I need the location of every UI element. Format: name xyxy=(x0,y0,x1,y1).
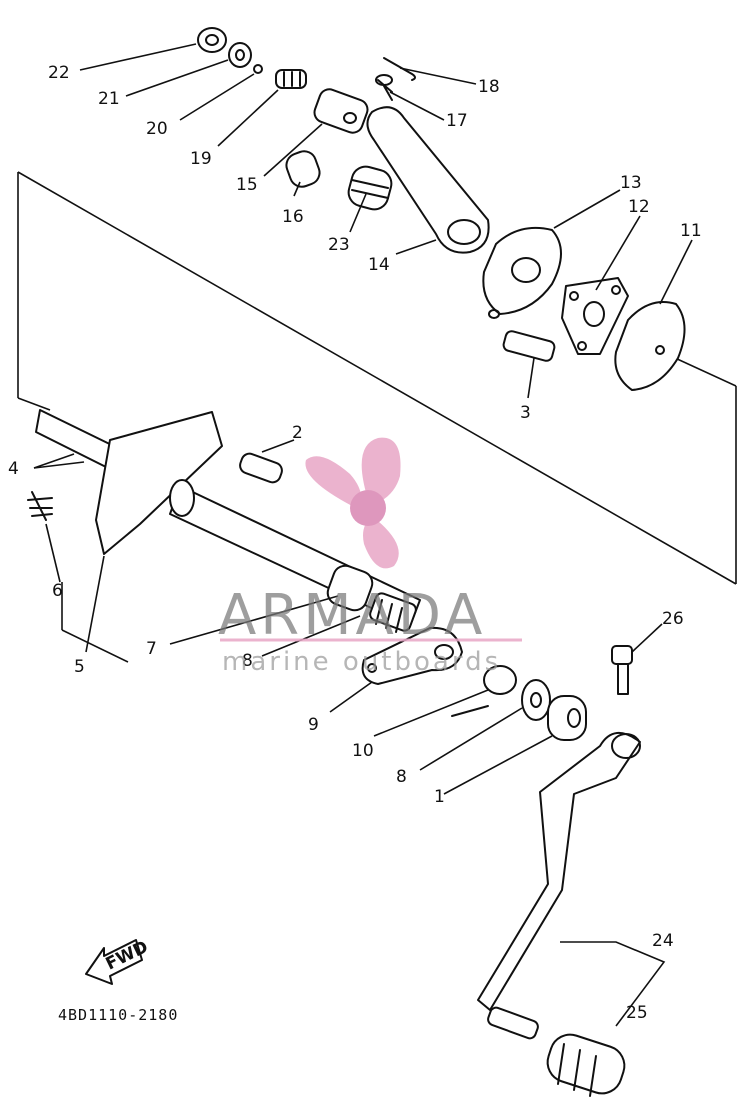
callout-22: 22 xyxy=(48,63,70,83)
pedal-rubber-part xyxy=(546,1033,626,1097)
propeller-logo-icon xyxy=(305,437,401,569)
spring-part xyxy=(27,491,53,521)
washer-part xyxy=(228,42,252,68)
callout-1: 1 xyxy=(434,787,445,807)
callout-21: 21 xyxy=(98,89,120,109)
return-spring-part xyxy=(451,665,517,717)
callout-23: 23 xyxy=(328,235,350,255)
watermark-brand: ARMADA xyxy=(218,583,486,648)
bushing-part xyxy=(547,695,587,741)
clip-part xyxy=(375,57,416,86)
watermark: ARMADA marine outboards xyxy=(218,437,522,677)
pin-2-part xyxy=(239,452,283,484)
callout-8b: 8 xyxy=(396,767,407,787)
callout-10: 10 xyxy=(352,741,374,761)
callout-19: 19 xyxy=(190,149,212,169)
callout-25: 25 xyxy=(626,1003,648,1023)
callout-3: 3 xyxy=(520,403,531,423)
callout-17: 17 xyxy=(446,111,468,131)
shift-arm-part xyxy=(366,79,490,254)
leader-lines xyxy=(33,43,693,1027)
callout-2: 2 xyxy=(292,423,303,443)
callout-15: 15 xyxy=(236,175,258,195)
callout-5: 5 xyxy=(74,657,85,677)
rod-end-part xyxy=(313,88,369,134)
callout-16: 16 xyxy=(282,207,304,227)
callout-18: 18 xyxy=(478,77,500,97)
pin-part xyxy=(285,150,321,188)
fwd-label: FWD xyxy=(103,937,152,974)
callout-9: 9 xyxy=(308,715,319,735)
callout-11: 11 xyxy=(680,221,702,241)
callout-26: 26 xyxy=(662,609,684,629)
lever-part xyxy=(361,626,463,685)
callout-13: 13 xyxy=(620,173,642,193)
shift-pedal-part xyxy=(477,732,641,1040)
small-washer-part xyxy=(253,64,263,74)
stud-bolt-part xyxy=(502,330,556,362)
callout-7: 7 xyxy=(146,639,157,659)
callout-20: 20 xyxy=(146,119,168,139)
washer-8-part xyxy=(521,679,551,721)
watermark-tagline: marine outboards xyxy=(222,647,501,677)
bolt-26-part xyxy=(611,645,633,695)
gasket-plate-part xyxy=(561,277,629,355)
callout-6: 6 xyxy=(52,581,63,601)
bolt-part xyxy=(275,69,307,89)
callout-12: 12 xyxy=(628,197,650,217)
part-code: 4BD1110-2180 xyxy=(58,1006,178,1024)
callout-labels: 22 21 20 19 18 17 15 16 23 14 13 12 11 3… xyxy=(8,63,702,1023)
seal-plate-part xyxy=(614,301,686,391)
forward-arrow-icon: FWD xyxy=(85,937,152,985)
callout-14: 14 xyxy=(368,255,390,275)
nut-part xyxy=(197,27,227,53)
rubber-boot-part xyxy=(347,165,393,211)
collar-part xyxy=(326,564,374,612)
cover-plate-part xyxy=(482,226,562,319)
callout-4: 4 xyxy=(8,459,19,479)
callout-24: 24 xyxy=(652,931,674,951)
splined-end-part xyxy=(369,592,417,633)
callout-8: 8 xyxy=(242,651,253,671)
